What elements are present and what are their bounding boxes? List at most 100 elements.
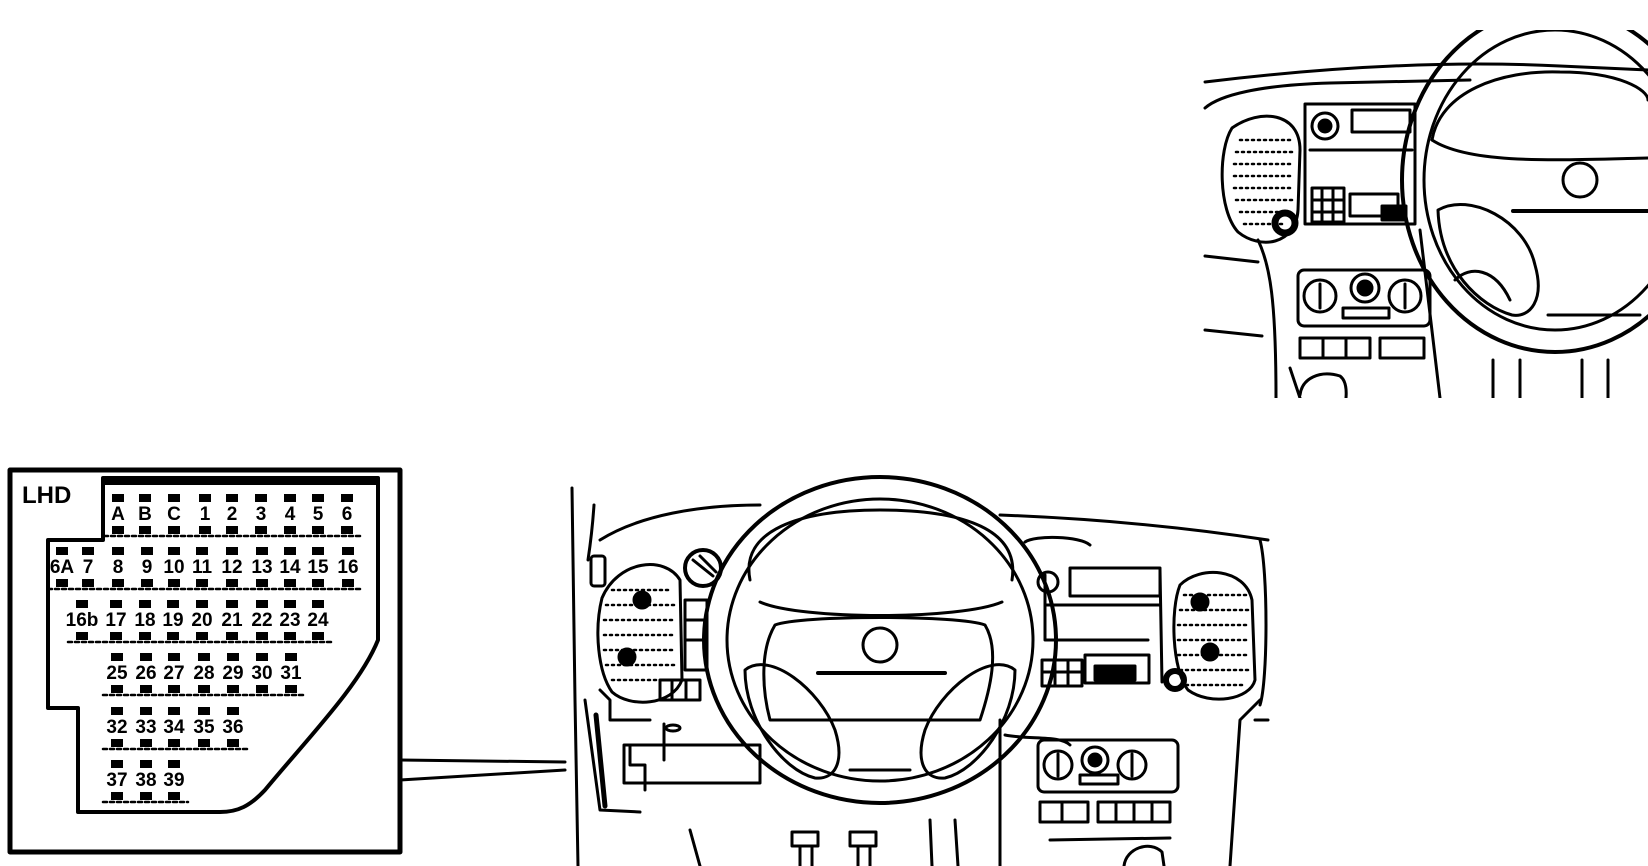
fuse-number: 16b bbox=[66, 610, 99, 631]
fuse-terminal bbox=[112, 579, 124, 587]
fuse-terminal bbox=[111, 707, 123, 715]
fuse-terminal bbox=[284, 600, 296, 608]
fuse-terminal bbox=[140, 760, 152, 768]
fuse-terminal bbox=[82, 547, 94, 555]
fuse-terminal bbox=[168, 547, 180, 555]
fuse-terminal bbox=[285, 685, 297, 693]
fuse-terminal bbox=[285, 653, 297, 661]
fuse-number: 27 bbox=[163, 663, 184, 684]
fuse-terminal bbox=[256, 579, 268, 587]
fuse-terminal bbox=[140, 792, 152, 800]
fuse-terminal bbox=[168, 526, 180, 534]
fuse-terminal bbox=[56, 547, 68, 555]
fuse-terminal bbox=[56, 579, 68, 587]
fuse-terminal bbox=[140, 685, 152, 693]
fuse-terminal bbox=[168, 739, 180, 747]
fuse-number: 20 bbox=[191, 610, 212, 631]
fuse-terminal bbox=[111, 792, 123, 800]
fuse-terminal bbox=[226, 632, 238, 640]
fuse-terminal bbox=[227, 653, 239, 661]
fuse-number: 37 bbox=[106, 770, 127, 791]
fuse-terminal bbox=[139, 494, 151, 502]
fuse-number: C bbox=[167, 504, 181, 525]
fuse-terminal bbox=[112, 547, 124, 555]
lhd-label: LHD bbox=[22, 482, 71, 509]
fuse-terminal bbox=[227, 707, 239, 715]
fuse-terminal bbox=[341, 494, 353, 502]
fuse-terminal bbox=[198, 739, 210, 747]
fuse-terminal bbox=[167, 600, 179, 608]
fuse-terminal bbox=[226, 579, 238, 587]
fuse-terminal bbox=[110, 632, 122, 640]
fuse-number: 22 bbox=[251, 610, 272, 631]
fuse-number: 3 bbox=[256, 504, 267, 525]
fuse-number: 5 bbox=[313, 504, 324, 525]
fuse-number: 1 bbox=[200, 504, 211, 525]
fuse-number: 26 bbox=[135, 663, 156, 684]
rhd-dashboard-view bbox=[1203, 30, 1648, 398]
fuse-number: 15 bbox=[307, 557, 329, 578]
fuse-terminal bbox=[284, 494, 296, 502]
fuse-terminal bbox=[198, 653, 210, 661]
fuse-terminal bbox=[168, 685, 180, 693]
fuse-terminal bbox=[141, 547, 153, 555]
fuse-number: 25 bbox=[106, 663, 128, 684]
fuse-terminal bbox=[168, 653, 180, 661]
fuse-terminal bbox=[312, 526, 324, 534]
fuse-number: 14 bbox=[279, 557, 301, 578]
fuse-terminal bbox=[256, 632, 268, 640]
fuse-number: 36 bbox=[222, 717, 243, 738]
fuse-number: 10 bbox=[163, 557, 184, 578]
fuse-terminal bbox=[312, 547, 324, 555]
left-speaker-grille bbox=[1220, 114, 1302, 244]
fuse-number: 31 bbox=[280, 663, 302, 684]
fuse-terminal bbox=[168, 707, 180, 715]
fuse-terminal bbox=[312, 600, 324, 608]
fuse-terminal bbox=[256, 685, 268, 693]
fuse-terminal bbox=[82, 579, 94, 587]
fuse-terminal bbox=[284, 547, 296, 555]
fuse-terminal bbox=[167, 632, 179, 640]
lhd-left-speaker-grille bbox=[596, 563, 684, 704]
fuse-terminal bbox=[140, 739, 152, 747]
fuse-terminal bbox=[111, 760, 123, 768]
fuse-number: 13 bbox=[251, 557, 272, 578]
fuse-terminal bbox=[256, 653, 268, 661]
fuse-terminal bbox=[112, 526, 124, 534]
fuse-number: 21 bbox=[221, 610, 243, 631]
fuse-terminal bbox=[226, 547, 238, 555]
fuse-terminal bbox=[76, 632, 88, 640]
fuse-number: 2 bbox=[227, 504, 238, 525]
fuse-number: 9 bbox=[142, 557, 153, 578]
fuse-number: 24 bbox=[307, 610, 329, 631]
fuse-number: 35 bbox=[193, 717, 215, 738]
fuse-terminal bbox=[139, 526, 151, 534]
fuse-terminal bbox=[196, 547, 208, 555]
fuse-number: 32 bbox=[106, 717, 127, 738]
fuse-terminal bbox=[111, 685, 123, 693]
fuse-terminal bbox=[227, 739, 239, 747]
fuse-number: 8 bbox=[113, 557, 124, 578]
fuse-number: 34 bbox=[163, 717, 185, 738]
fuse-number: 33 bbox=[135, 717, 156, 738]
fuse-number: 4 bbox=[285, 504, 296, 525]
fuse-number: B bbox=[138, 504, 152, 525]
fuse-terminal bbox=[312, 579, 324, 587]
fuse-terminal bbox=[199, 494, 211, 502]
fuse-number: 18 bbox=[134, 610, 155, 631]
fuse-terminal bbox=[255, 526, 267, 534]
fuse-terminal bbox=[226, 526, 238, 534]
lhd-right-speaker-grille bbox=[1172, 571, 1257, 701]
fuse-terminal bbox=[110, 600, 122, 608]
fuse-terminal bbox=[112, 494, 124, 502]
fuse-terminal bbox=[168, 579, 180, 587]
fuse-terminal bbox=[199, 526, 211, 534]
fuse-terminal bbox=[256, 600, 268, 608]
lhd-steering-wheel bbox=[702, 475, 1058, 805]
fuse-terminal bbox=[168, 494, 180, 502]
fuse-terminal bbox=[284, 526, 296, 534]
fuse-terminal bbox=[111, 739, 123, 747]
fuse-number: 19 bbox=[162, 610, 183, 631]
fuse-number: 39 bbox=[163, 770, 184, 791]
fuse-number: 29 bbox=[222, 663, 243, 684]
